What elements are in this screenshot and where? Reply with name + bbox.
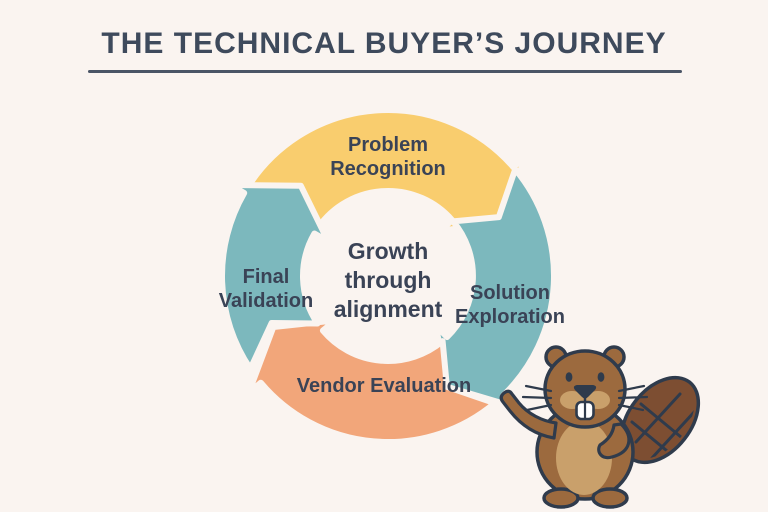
stage-arc-problem-recognition	[244, 106, 529, 234]
stage-label-problem-recognition: Problem Recognition	[330, 134, 446, 181]
stage-arc-final-validation	[219, 182, 332, 372]
page-title: THE TECHNICAL BUYER’S JOURNEY	[101, 27, 667, 60]
beaver-mascot	[499, 345, 701, 509]
title-underline	[88, 70, 682, 73]
beaver-foot-right	[591, 487, 629, 509]
beaver-whiskers-left	[521, 384, 553, 412]
stage-label-solution-exploration: Solution Exploration	[454, 282, 565, 329]
beaver-arm-pointing	[499, 389, 558, 440]
beaver-foot-left	[542, 487, 580, 509]
beaver-eye-left	[565, 372, 573, 382]
stage-arc-vendor-evaluation	[245, 317, 498, 446]
stage-label-final-validation: Final Validation	[218, 266, 314, 313]
beaver-nose	[573, 385, 597, 399]
beaver-eye-right	[597, 372, 605, 382]
beaver-belly	[556, 421, 612, 495]
beaver-arm-resting	[597, 422, 631, 460]
stage-label-vendor-evaluation: Vendor Evaluation	[296, 375, 472, 397]
beaver-whiskers-right	[617, 384, 649, 412]
cycle-center-label: Growth through alignment	[333, 238, 443, 323]
beaver-teeth	[575, 396, 595, 421]
